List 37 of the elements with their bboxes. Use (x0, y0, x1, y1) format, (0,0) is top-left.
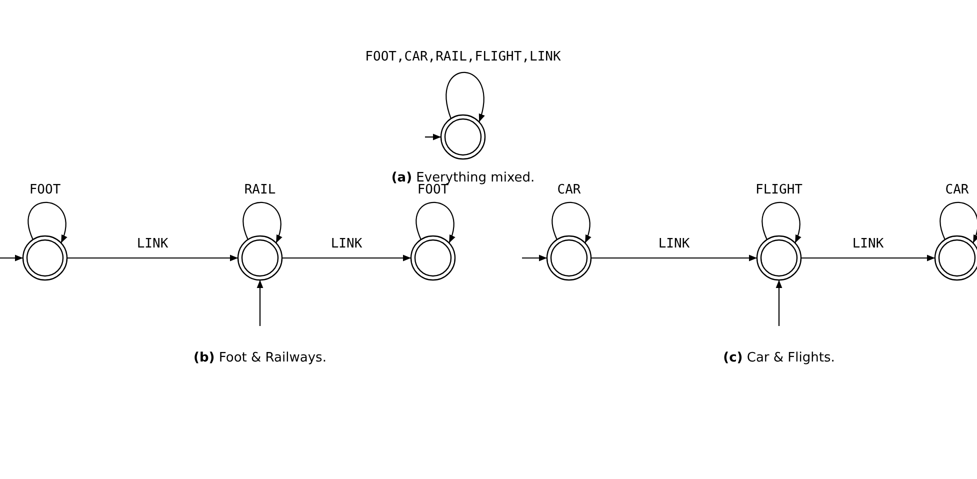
start-arrow (256, 280, 264, 326)
start-arrow (425, 134, 441, 140)
accepting-state (237, 235, 283, 281)
self-loop-arrow (446, 72, 484, 122)
transition-label: FLIGHT (756, 182, 802, 198)
subfigure-caption: (a) Everything mixed. (391, 170, 535, 186)
self-loop-arrow (28, 202, 67, 244)
accepting-state (22, 235, 68, 281)
accepting-state (546, 235, 592, 281)
transition-label: FOOT (29, 182, 61, 198)
transition-label: RAIL (244, 182, 276, 198)
self-loop-arrow (416, 202, 455, 244)
self-loop-arrow (242, 202, 282, 244)
transition-label: FOOT (417, 182, 449, 198)
accepting-state (440, 114, 486, 160)
start-arrow (522, 254, 547, 262)
accepting-state (410, 235, 456, 281)
transition-label: LINK (136, 236, 168, 252)
self-loop-arrow (552, 202, 591, 244)
start-arrow (0, 254, 23, 262)
transition-label: CAR (945, 182, 969, 198)
accepting-state (756, 235, 802, 281)
transition-arrow (282, 254, 411, 262)
transition-label: LINK (658, 236, 690, 252)
start-arrow (776, 280, 782, 326)
transition-arrow (67, 254, 238, 262)
accepting-state (934, 235, 977, 281)
transition-label: LINK (852, 236, 884, 252)
self-loop-arrow (762, 202, 801, 244)
transition-label: LINK (330, 236, 362, 252)
transition-arrow (801, 254, 935, 262)
transition-label: FOOT,CAR,RAIL,FLIGHT,LINK (365, 50, 561, 64)
subfigure-caption: (b) Foot & Railways. (194, 350, 326, 366)
subfigure-caption: (c) Car & Flights. (723, 350, 835, 366)
self-loop-arrow (940, 202, 977, 244)
transition-label: CAR (557, 182, 581, 198)
transition-arrow (591, 254, 757, 262)
